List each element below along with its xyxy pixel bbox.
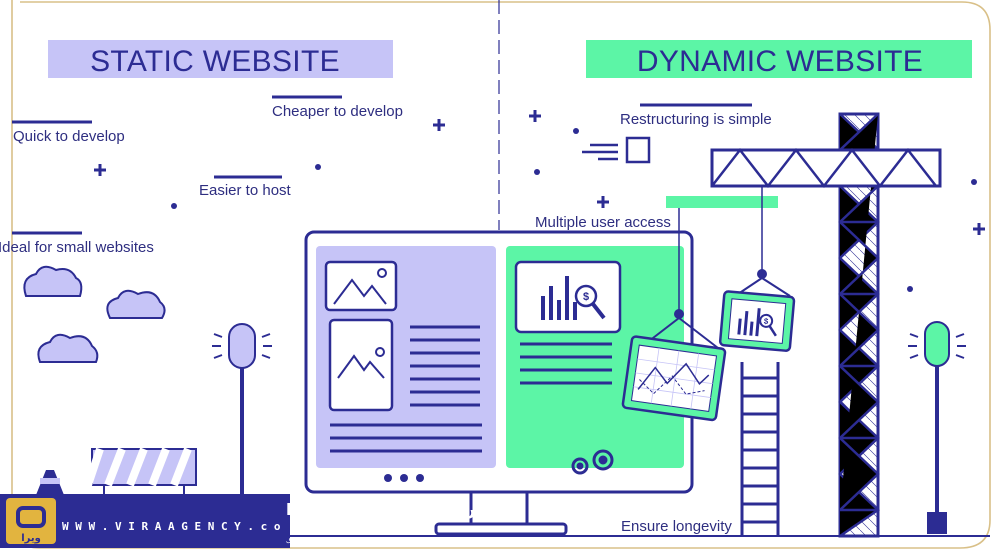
crane-icon <box>666 112 942 538</box>
static-title-box <box>48 40 393 78</box>
dollar-magnifier-icon <box>574 284 598 308</box>
ladder-icon <box>740 362 780 536</box>
street-lamp-icon <box>908 321 966 534</box>
feature-easier: Easier to host <box>199 182 292 199</box>
plus-icon <box>94 110 985 235</box>
feature-restructuring: Restructuring is simple <box>620 111 772 128</box>
logo-mark-text: ویرا <box>21 533 41 544</box>
feature-quick: Quick to develop <box>13 128 125 145</box>
text-lines <box>330 325 482 453</box>
barrier-icon <box>84 447 197 500</box>
static-title: STATIC WEBSITE <box>90 45 340 78</box>
traffic-cone-icon <box>36 470 64 495</box>
feature-multiple-users: Multiple user access <box>535 214 671 231</box>
cloud-icon <box>23 265 166 363</box>
feature-ideal: Ideal for small websites <box>0 239 154 256</box>
street-lamp-icon <box>212 323 272 505</box>
agency-name: آژانس خلاقیت و نوآوری ویرا <box>286 499 512 519</box>
feature-longevity: Ensure longevity <box>621 518 732 535</box>
agency-logo: ویرا آژانس خلاقیت و نوآوری ویرا W W W . … <box>0 494 512 548</box>
gear-icon <box>571 449 614 475</box>
svg-text:$: $ <box>583 291 589 303</box>
image-icon <box>328 318 394 412</box>
dot-decoration <box>171 128 977 292</box>
image-icon <box>324 260 398 312</box>
agency-services: طراحی سایت | سئو | عکاسی تبلیغاتی | طراح… <box>286 537 494 545</box>
line-chart-panel <box>621 316 727 422</box>
bar-chart-icon: $ <box>514 260 622 334</box>
motion-box-icon <box>582 136 651 164</box>
text-lines <box>520 342 612 385</box>
feature-cheaper: Cheaper to develop <box>272 103 403 120</box>
dynamic-title: DYNAMIC WEBSITE <box>637 45 923 78</box>
svg-text:$: $ <box>763 317 769 326</box>
bar-chart-panel: $ <box>718 276 796 352</box>
dynamic-title-box <box>586 40 972 78</box>
agency-url: W W W . V I R A A G E N C Y . c o <box>62 520 281 533</box>
